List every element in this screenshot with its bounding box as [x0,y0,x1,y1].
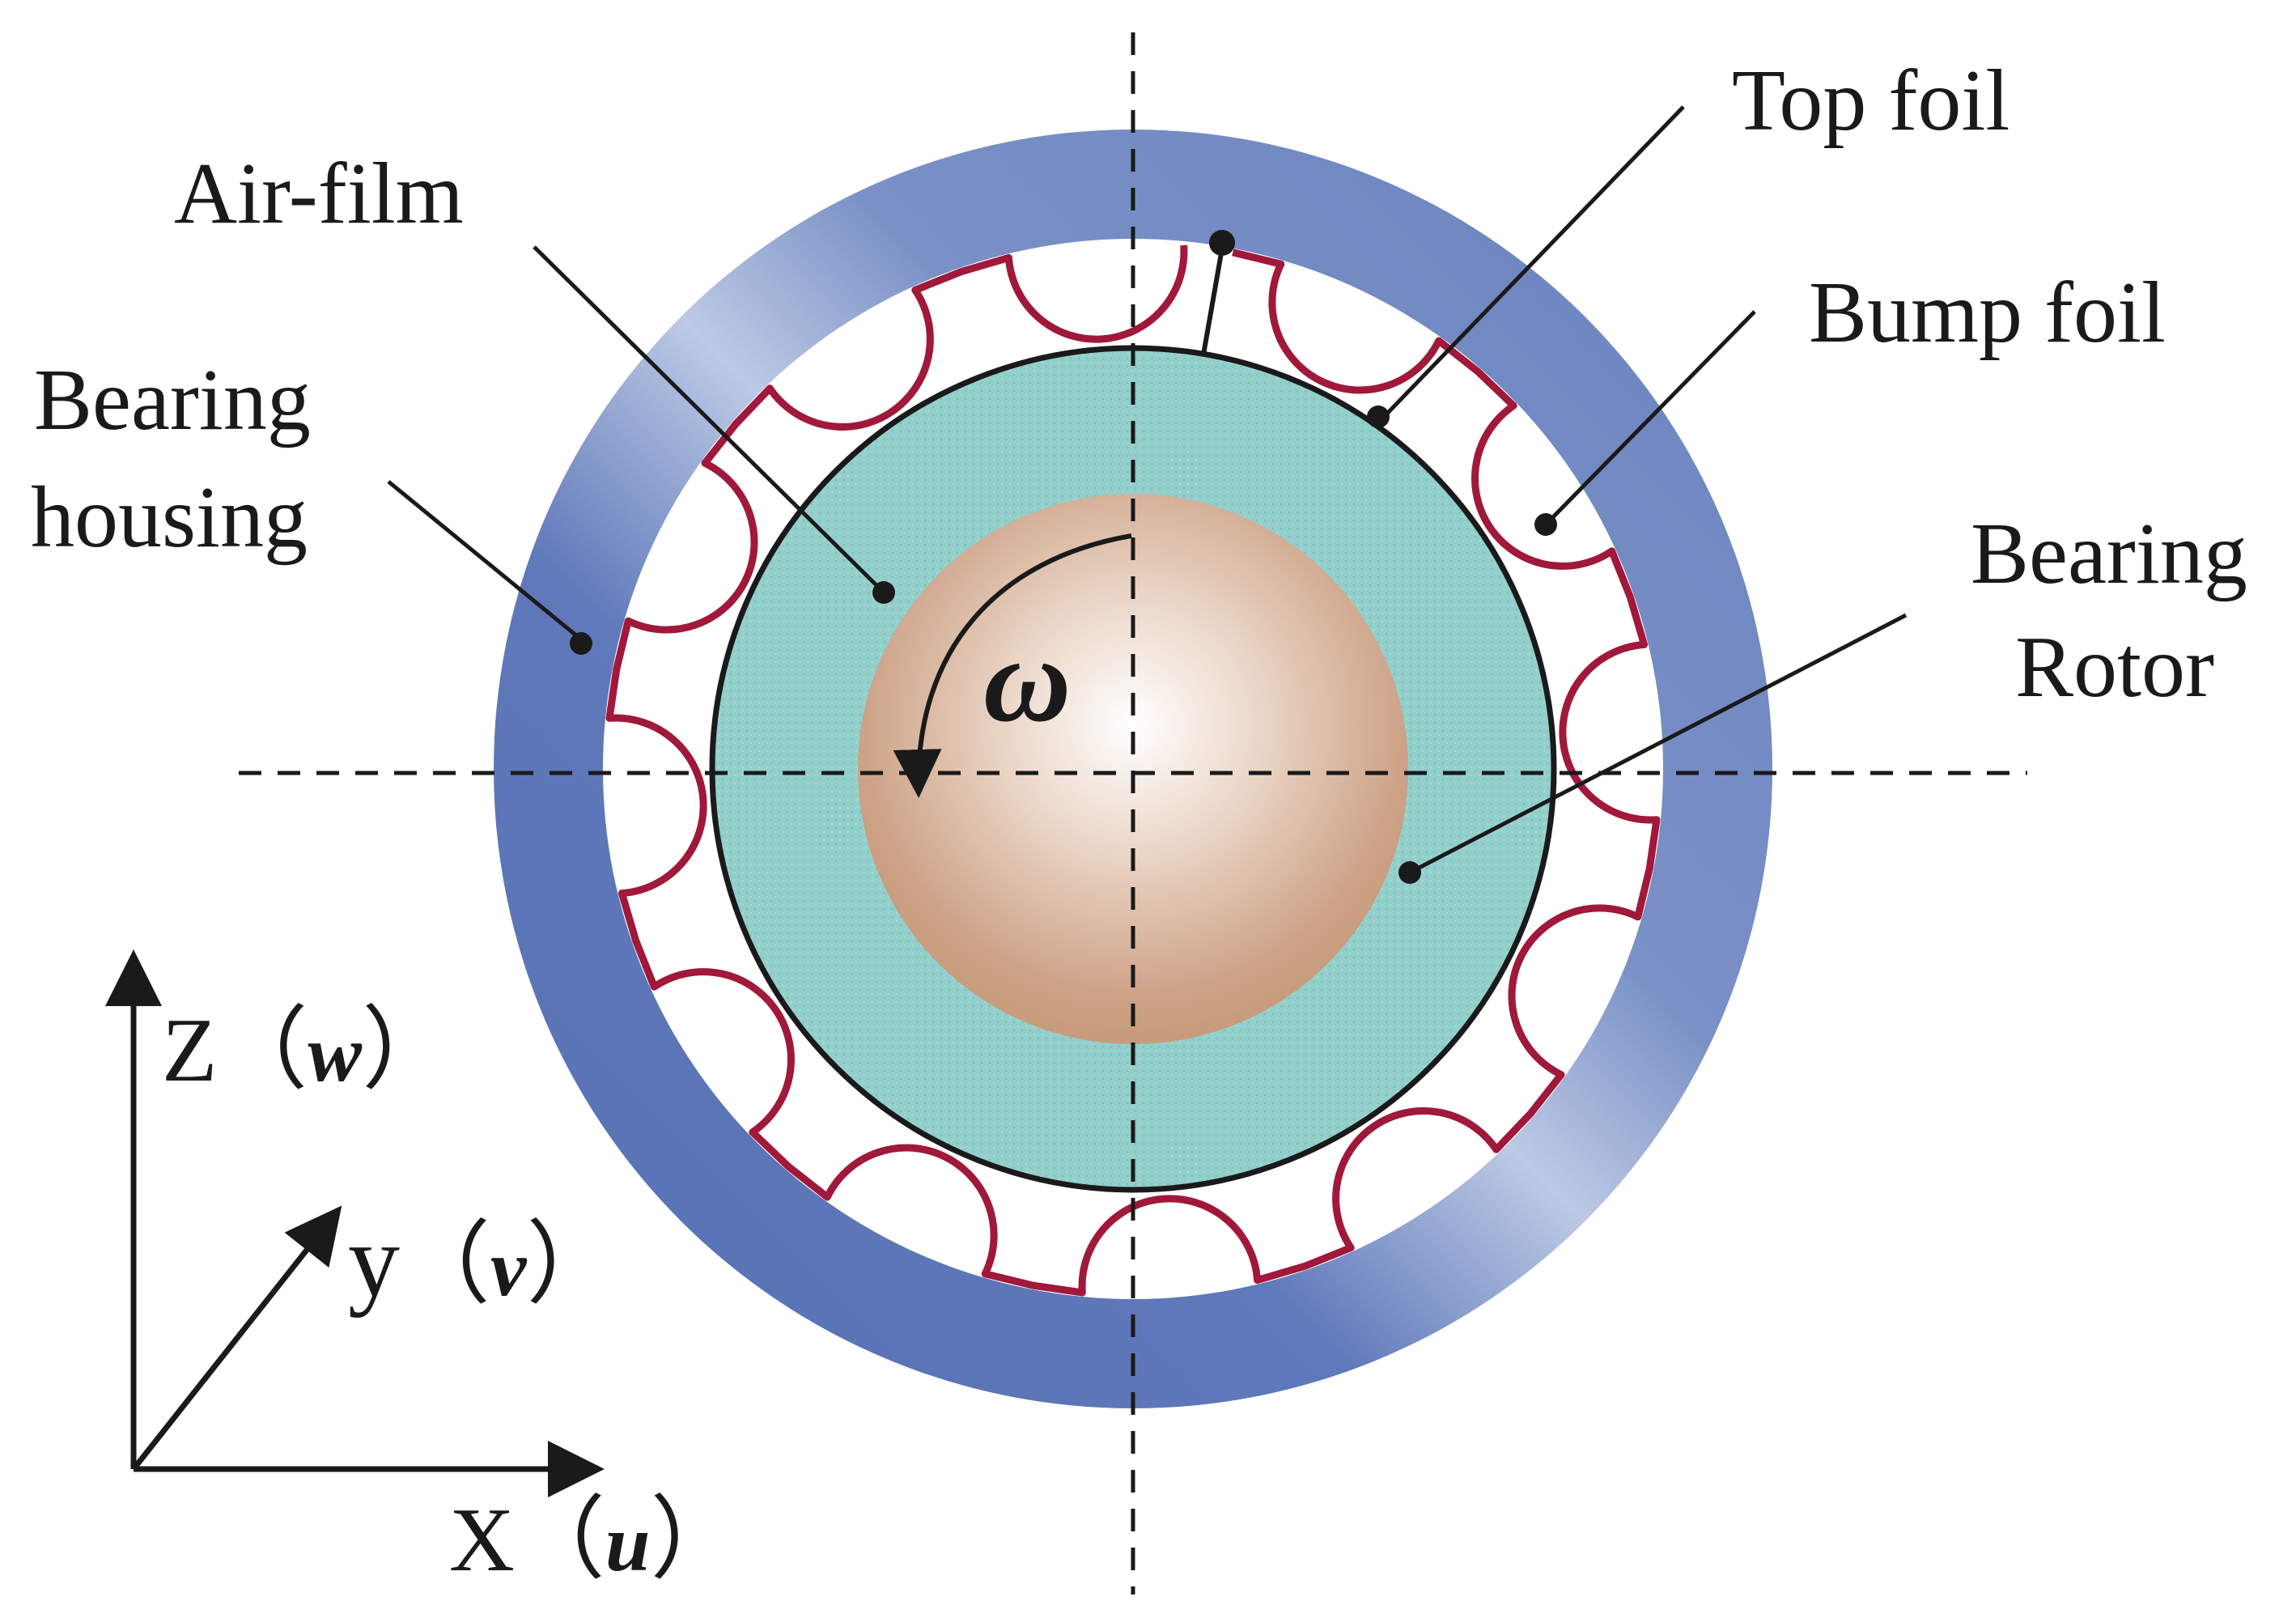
top-foil-weld [1201,248,1224,355]
dot-bearing-rotor [1398,861,1421,884]
leader-bearing-rotor [1408,613,1908,875]
label-bearing-housing-line2: housing [31,469,308,566]
omega-label: ω [983,613,1071,747]
label-air-film: Air-film [174,146,464,242]
bearing-rotor [858,494,1408,1044]
dot-top-foil [1367,406,1390,428]
dot-bump-foil [1534,513,1557,536]
label-bump-foil: Bump foil [1809,265,2166,361]
label-bearing-rotor-line2: Rotor [2015,619,2214,716]
coordinate-axes [105,949,605,1497]
leader-dots [570,406,1557,884]
leader-bearing-housing [387,480,583,641]
label-bearing-rotor-line1: Bearing [1971,506,2247,602]
x-axis-label: X（u） [449,1490,741,1590]
leader-air-film [533,245,885,594]
leader-lines [387,105,1908,875]
bump-foil [605,244,1661,1297]
y-axis-line [131,1205,342,1471]
label-bearing-housing-line1: Bearing [34,352,311,448]
label-top-foil: Top foil [1732,53,2010,149]
dot-air-film [872,581,895,604]
rotation-arrow [893,533,1132,798]
top-foil-weld-point [1209,230,1235,256]
dot-bearing-housing [570,632,592,655]
leader-bump-foil [1544,310,1756,526]
z-axis-label: Z（w） [162,1000,452,1101]
leader-top-foil [1382,105,1685,418]
y-axis-label: y（v） [348,1203,617,1318]
